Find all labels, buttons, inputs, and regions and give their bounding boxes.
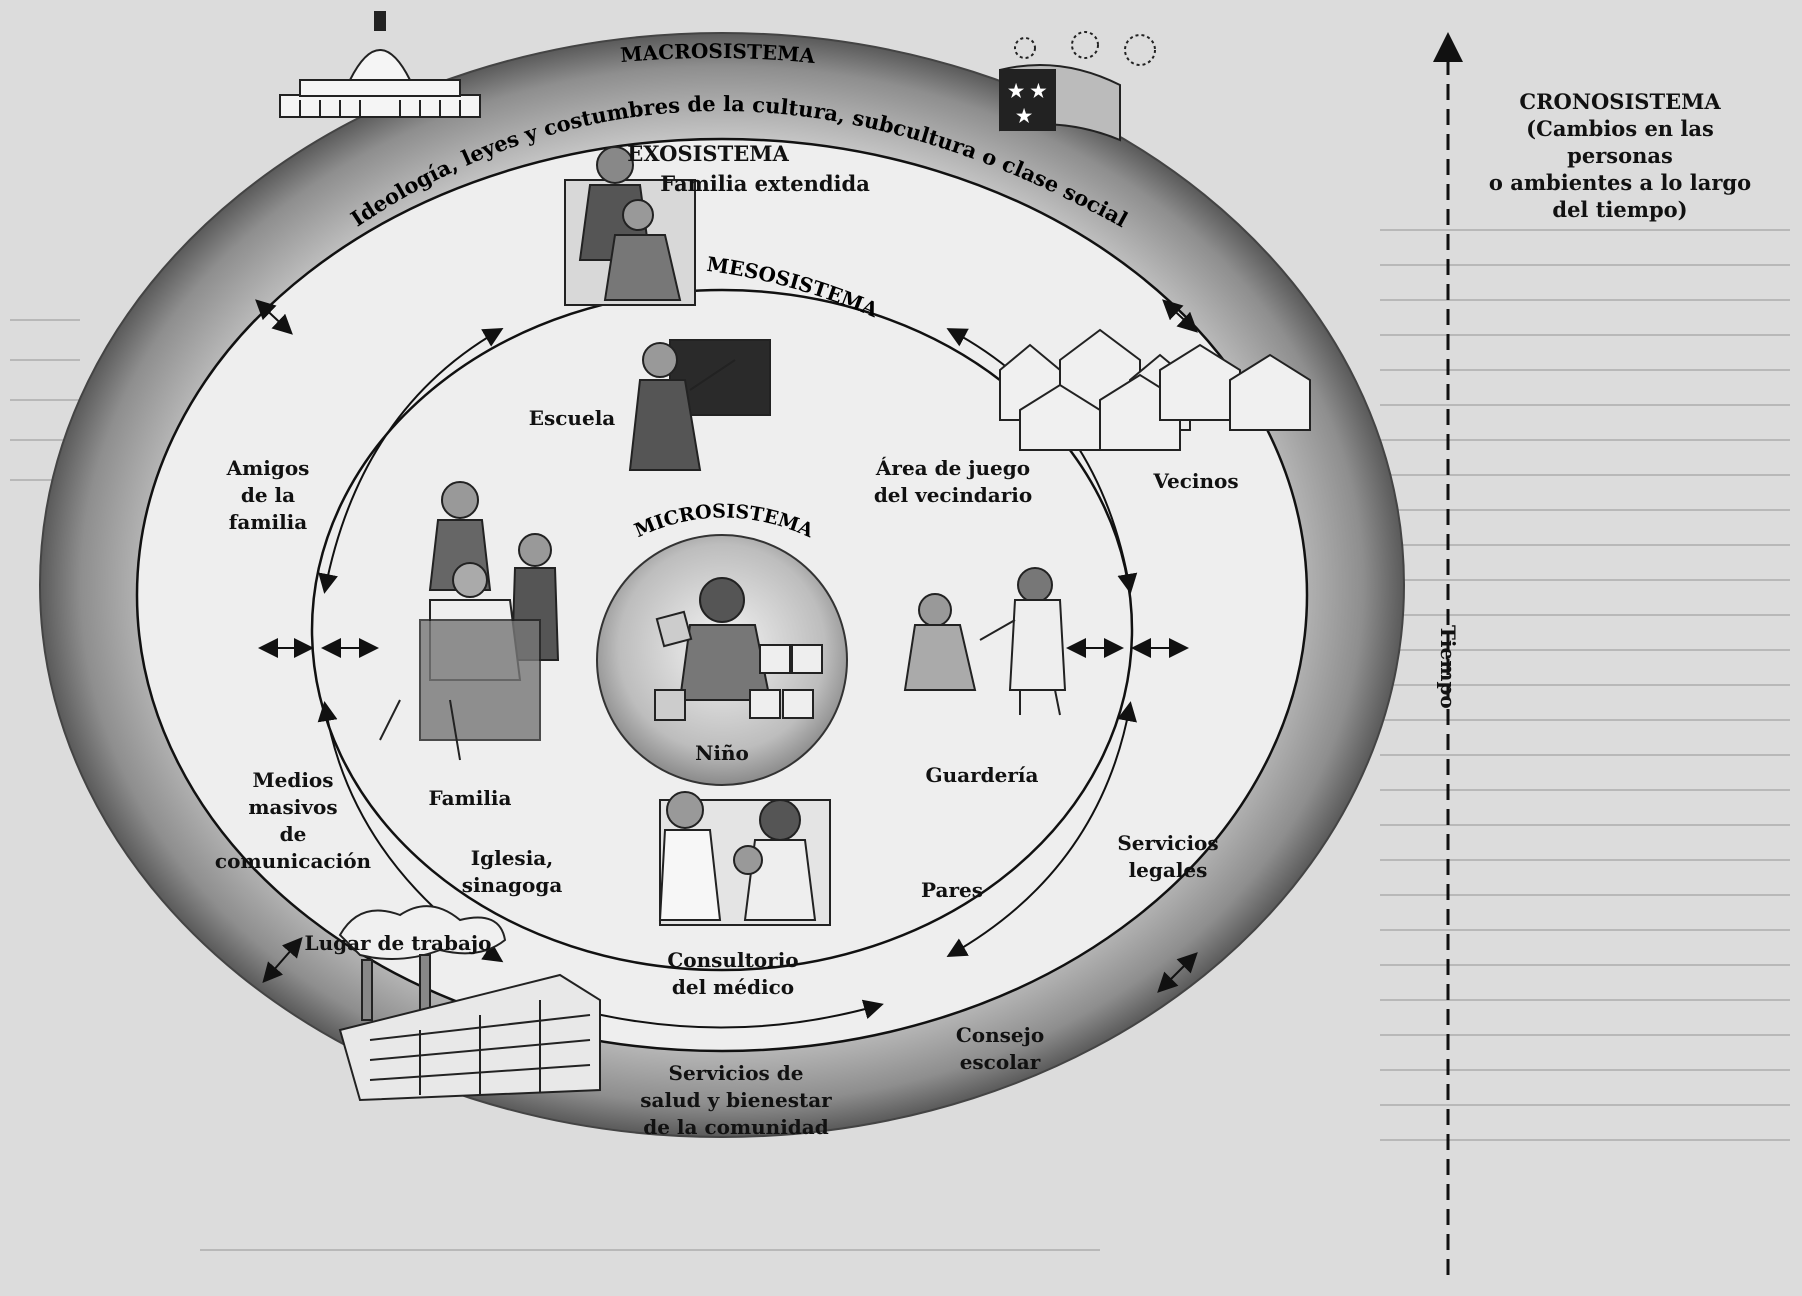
familia-label: Familia	[428, 786, 512, 810]
guarderia-label: Guardería	[925, 763, 1039, 787]
factory-icon	[338, 905, 601, 1102]
svg-text:★: ★	[1016, 106, 1033, 127]
lugar-trabajo-label: Lugar de trabajo	[304, 931, 492, 955]
doctor-icon	[658, 791, 831, 926]
familia-extendida-label: Familia extendida	[660, 171, 870, 196]
amigos-label: Amigos de la familia	[226, 456, 310, 534]
pares-label: Pares	[921, 878, 983, 902]
exosistema-title: EXOSISTEMA	[627, 141, 789, 166]
consultorio-label: Consultorio del médico	[667, 948, 799, 999]
mesosistema-ring	[310, 288, 1134, 972]
child-blocks-icon	[654, 577, 823, 721]
vecinos-label: Vecinos	[1153, 469, 1239, 493]
servicios-salud-label: Servicios de salud y bienestar de la com…	[640, 1061, 832, 1139]
medios-label: Medios masivos de comunicación	[214, 768, 372, 873]
cronosistema-label: CRONOSISTEMA (Cambios en las personas o …	[1488, 89, 1752, 222]
houses-icon	[999, 328, 1311, 451]
family-icon	[379, 481, 560, 761]
flag-fireworks-icon: ★ ★ ★	[999, 31, 1156, 142]
connection-arrows	[255, 299, 1198, 1029]
iglesia-label: Iglesia, sinagoga	[461, 846, 563, 897]
tiempo-axis-label: Tiempo	[1436, 625, 1460, 709]
children-playing-icon	[903, 567, 1067, 716]
area-juego-label: Área de juego del vecindario	[873, 456, 1033, 507]
escuela-label: Escuela	[528, 406, 616, 430]
consejo-label: Consejo escolar	[955, 1023, 1045, 1074]
teacher-icon	[628, 339, 771, 471]
servicios-legales-label: Servicios legales	[1117, 831, 1219, 882]
capitol-icon	[279, 11, 481, 118]
grandparents-icon	[564, 146, 696, 306]
nino-label: Niño	[695, 741, 749, 765]
svg-text:★ ★: ★ ★	[1008, 81, 1047, 102]
